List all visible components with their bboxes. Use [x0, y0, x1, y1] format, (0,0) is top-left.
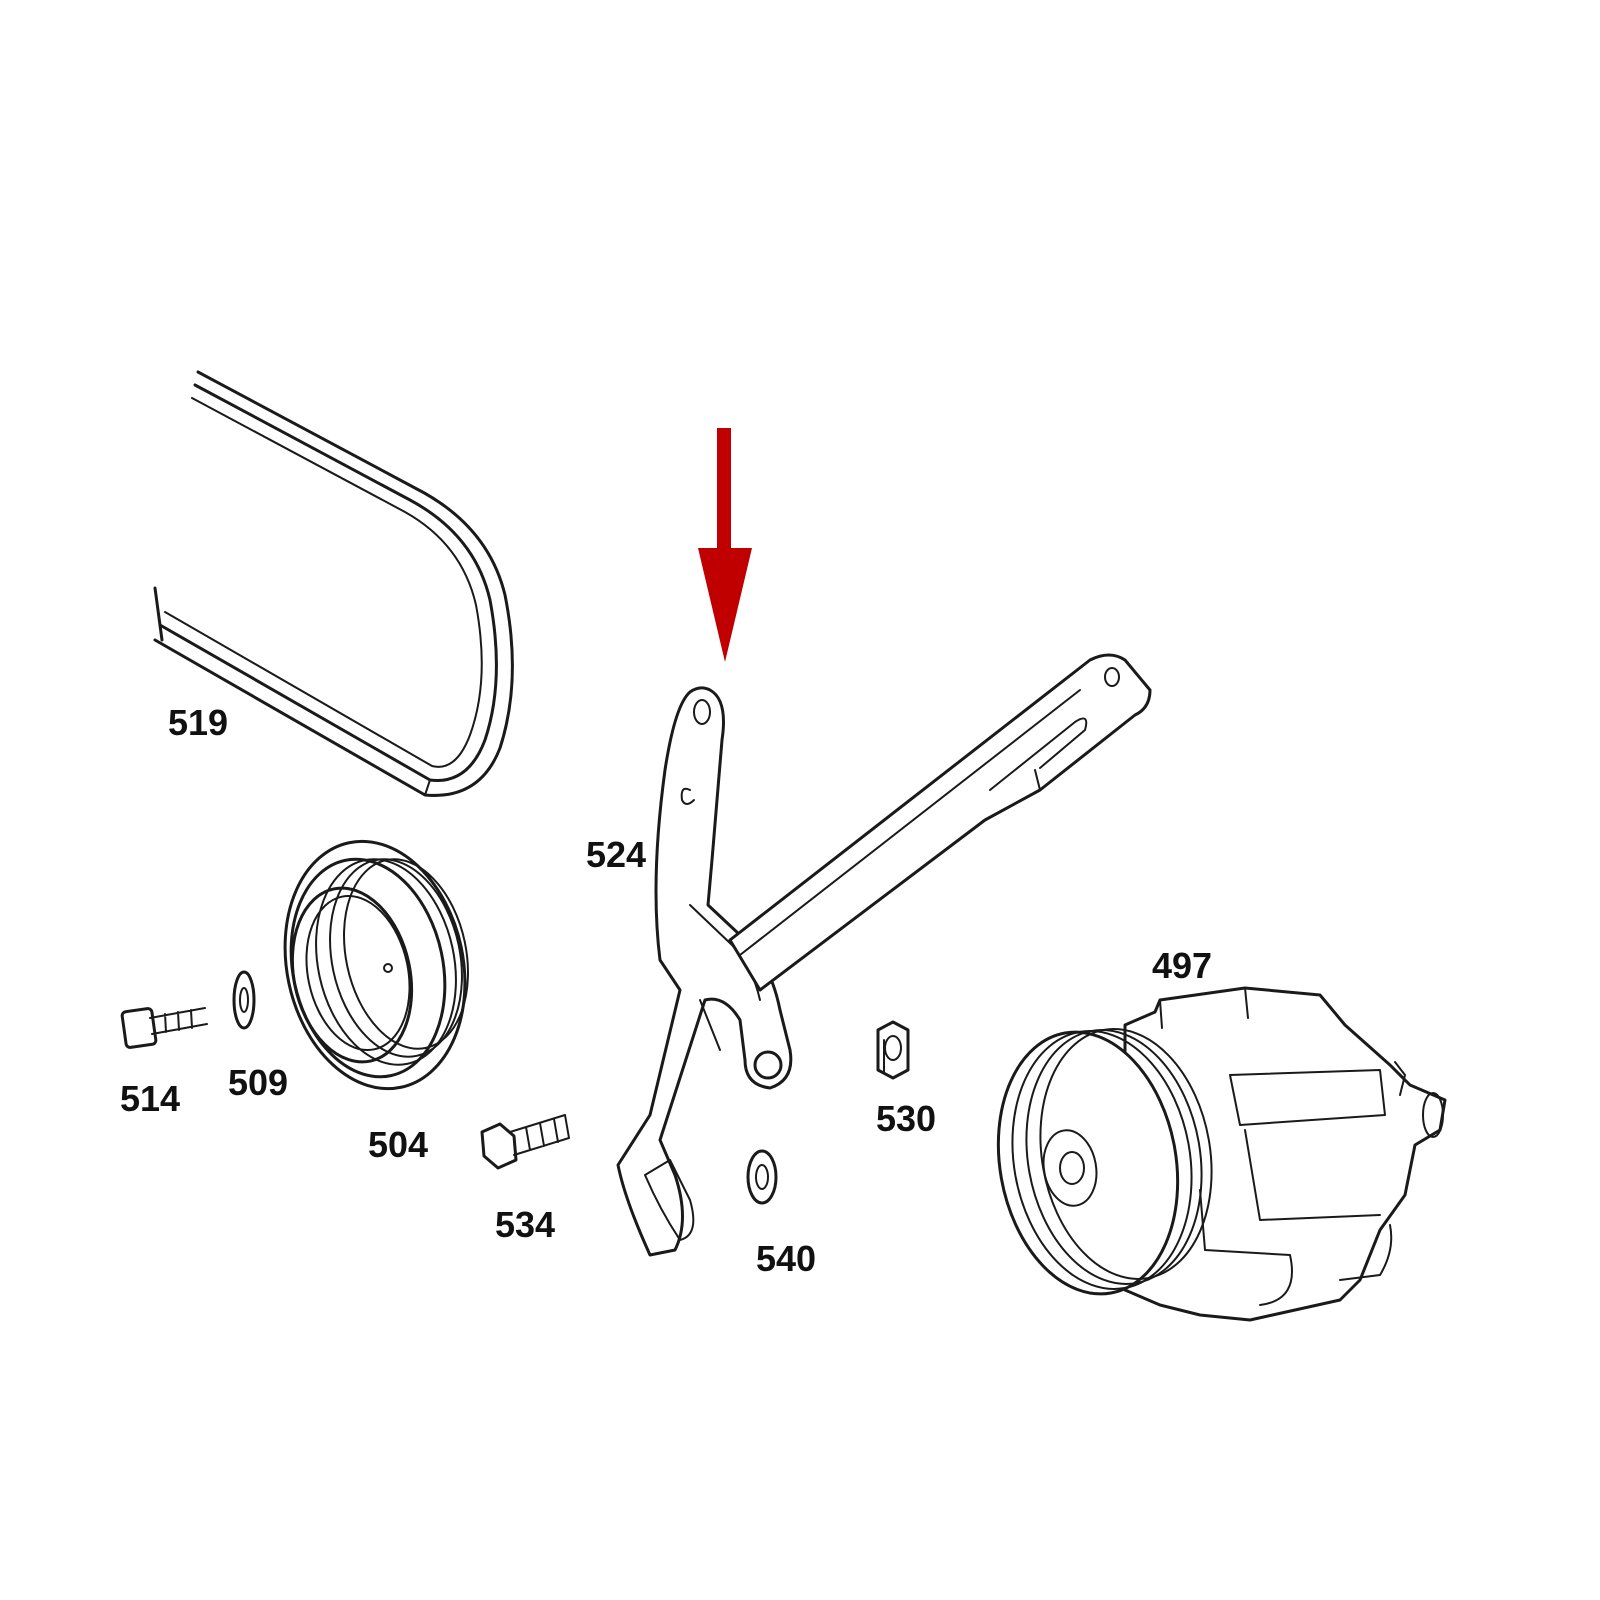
callout-519: 519: [168, 702, 228, 743]
callout-504: 504: [368, 1124, 428, 1165]
callout-540: 540: [756, 1238, 816, 1279]
small-washer-drawing: [232, 970, 256, 1030]
callout-509: 509: [228, 1062, 288, 1103]
callout-514: 514: [120, 1078, 180, 1119]
washer-drawing: [746, 1149, 778, 1205]
arrow-down-icon: [698, 428, 752, 662]
v-belt-drawing: [153, 370, 514, 797]
bolt-drawing: [480, 1114, 570, 1170]
callout-534: 534: [495, 1204, 555, 1245]
adjuster-arm-drawing: [728, 653, 1152, 992]
compressor-drawing: [996, 986, 1447, 1322]
callout-524: 524: [586, 834, 646, 875]
nut-drawing: [876, 1020, 910, 1080]
pulley-drawing: [283, 839, 469, 1091]
callout-497: 497: [1152, 945, 1212, 986]
callout-530: 530: [876, 1098, 936, 1139]
small-bolt-drawing: [120, 1007, 208, 1049]
